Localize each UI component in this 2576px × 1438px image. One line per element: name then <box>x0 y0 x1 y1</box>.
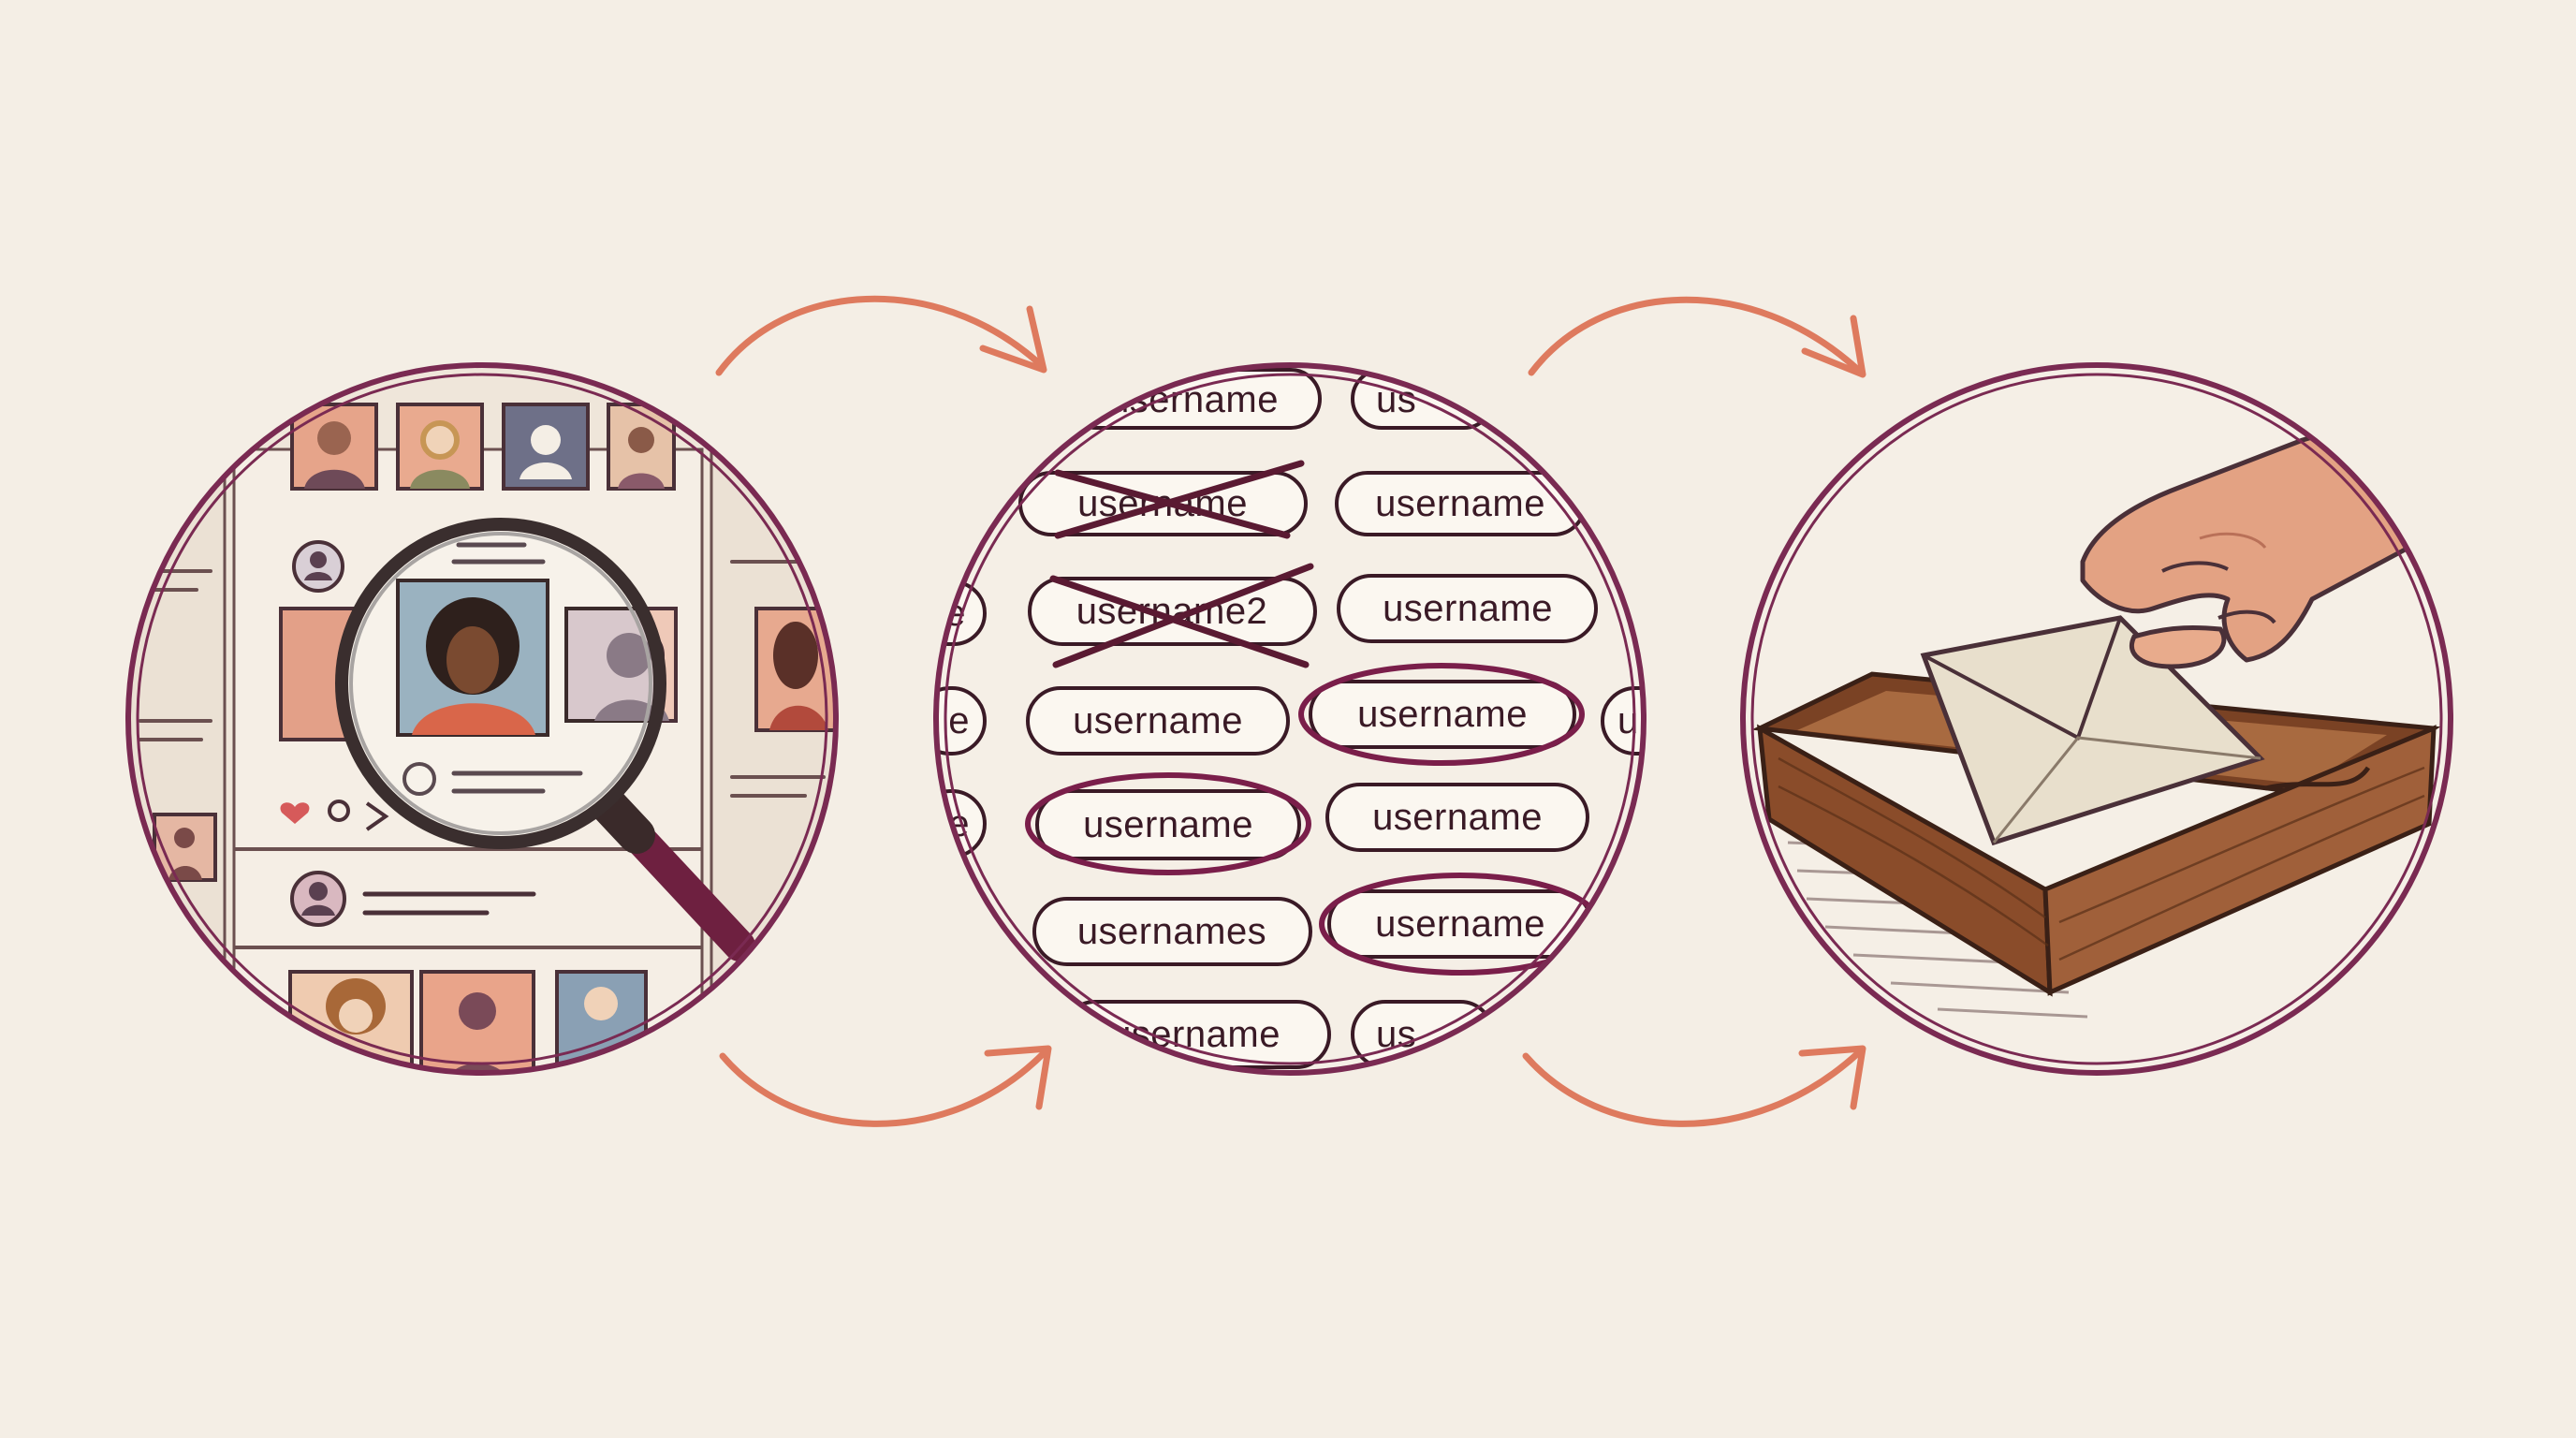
username-pill: username <box>1375 483 1545 524</box>
cross-out-mark <box>1054 460 1305 539</box>
username-pill: username <box>1073 700 1243 741</box>
avatar-row <box>290 403 676 491</box>
username-pill-selected: username <box>1083 804 1253 845</box>
step-2-panel: username us username username e username… <box>933 362 1647 1076</box>
envelope-icon <box>1920 615 2265 846</box>
magnifier-icon <box>335 518 755 961</box>
step-1-panel <box>125 362 839 1076</box>
username-list: username us username username e username… <box>936 368 1644 1069</box>
arrow-step2-to-step3-bottom <box>1522 1045 1866 1127</box>
arrow-step1-to-step2-bottom <box>719 1045 1052 1127</box>
arrow-step2-to-step3-top <box>1528 296 1866 378</box>
arrow-step1-to-step2-top <box>715 295 1047 376</box>
selection-circle <box>1298 663 1585 766</box>
username-pill: usernames <box>1077 911 1266 952</box>
username-pill-selected: username <box>1375 903 1545 945</box>
cross-out-mark <box>1049 563 1314 668</box>
step-3-panel <box>1740 362 2453 1076</box>
username-pill: username <box>1372 797 1543 838</box>
selection-circle <box>1025 772 1311 875</box>
username-pill: e <box>948 700 970 741</box>
username-pill-selected: username <box>1357 694 1528 735</box>
username-pill: username <box>1383 588 1553 629</box>
reaction-icons <box>280 800 389 831</box>
